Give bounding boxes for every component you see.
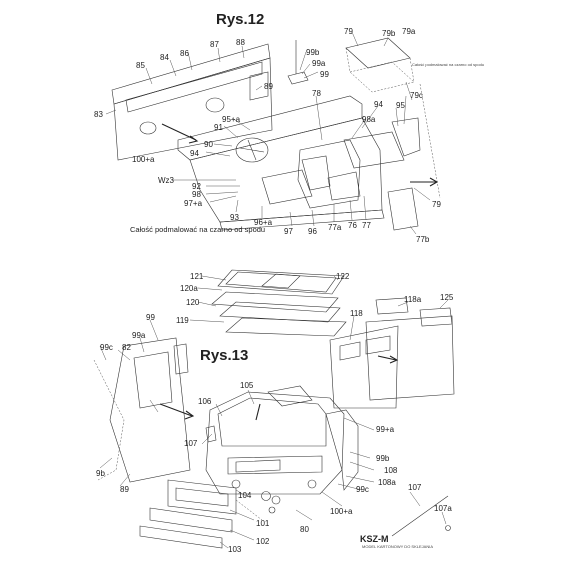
label-82: 82 bbox=[122, 343, 131, 352]
fig12-arrows bbox=[161, 123, 439, 187]
figure-12-title: Rys.12 bbox=[216, 11, 264, 28]
label-107-left: 107 bbox=[184, 439, 198, 448]
label-77b: 77b bbox=[416, 235, 430, 244]
label-95a: 95+a bbox=[222, 115, 241, 124]
fig12-note: Całość podmalować na czarno od spodu bbox=[130, 225, 265, 234]
label-92: 92 bbox=[192, 182, 201, 191]
label-99b: 99b bbox=[306, 48, 320, 57]
label-90: 90 bbox=[204, 140, 213, 149]
rear-wall-panels bbox=[329, 297, 455, 409]
label-97: 97 bbox=[284, 227, 293, 236]
grille-parts bbox=[139, 479, 281, 549]
label-118: 118 bbox=[350, 309, 363, 318]
label-79a: 79a bbox=[402, 27, 416, 36]
label-94-right: 94 bbox=[374, 100, 383, 109]
label-83: 83 bbox=[94, 110, 103, 119]
label-96a: 96+a bbox=[254, 218, 273, 227]
label-78: 78 bbox=[312, 89, 321, 98]
figure-13: Rys.13 bbox=[93, 269, 455, 554]
label-97a: 97+a bbox=[184, 199, 203, 208]
label-107-right: 107 bbox=[408, 483, 422, 492]
label-77: 77 bbox=[362, 221, 371, 230]
label-104: 104 bbox=[238, 491, 252, 500]
fig13-leaders bbox=[99, 275, 449, 549]
label-93: 93 bbox=[230, 213, 239, 222]
label-100a-13: 100+a bbox=[330, 507, 353, 516]
label-76: 76 bbox=[348, 221, 357, 230]
label-99-door: 99 bbox=[146, 313, 155, 322]
roof-hatch-parts bbox=[345, 37, 441, 231]
label-89: 89 bbox=[264, 82, 273, 91]
label-84: 84 bbox=[160, 53, 169, 62]
label-80: 80 bbox=[300, 525, 309, 534]
side-note: Całość podmalować na czarno od spodu bbox=[412, 62, 484, 67]
label-102: 102 bbox=[256, 537, 270, 546]
label-79b: 79b bbox=[382, 29, 396, 38]
fig12-leaders bbox=[105, 31, 431, 235]
label-95: 95 bbox=[396, 101, 405, 110]
label-99a: 99a bbox=[312, 59, 326, 68]
logo-text: KSZ-M bbox=[360, 534, 389, 544]
publisher-logo: KSZ-M MODEL KARTONOWY DO SKLEJANIA bbox=[360, 534, 433, 549]
antenna-part bbox=[287, 40, 309, 85]
figure-12: Rys.12 bbox=[94, 11, 484, 244]
label-79-top: 79 bbox=[344, 27, 353, 36]
label-108: 108 bbox=[384, 466, 398, 475]
label-99: 99 bbox=[320, 70, 329, 79]
figure-13-title: Rys.13 bbox=[200, 347, 248, 364]
label-79-bottom: 79 bbox=[432, 200, 441, 209]
label-94-left: 94 bbox=[190, 149, 199, 158]
fig13-arrows bbox=[159, 355, 399, 421]
label-108a: 108a bbox=[378, 478, 396, 487]
label-87: 87 bbox=[210, 40, 219, 49]
label-121: 121 bbox=[190, 272, 204, 281]
door-panel bbox=[93, 337, 191, 483]
label-125: 125 bbox=[440, 293, 454, 302]
label-77a: 77a bbox=[328, 223, 342, 232]
label-99a-door: 99a bbox=[132, 331, 146, 340]
label-103: 103 bbox=[228, 545, 242, 554]
label-119: 119 bbox=[176, 316, 189, 325]
label-99pa: 99+a bbox=[376, 425, 395, 434]
label-88: 88 bbox=[236, 38, 245, 47]
label-120: 120 bbox=[186, 298, 200, 307]
label-9b: 9b bbox=[96, 469, 105, 478]
logo-subtext: MODEL KARTONOWY DO SKLEJANIA bbox=[362, 544, 433, 549]
label-99c-right: 99c bbox=[356, 485, 369, 494]
label-105: 105 bbox=[240, 381, 254, 390]
label-98: 98 bbox=[192, 190, 201, 199]
cab-interior-assembly bbox=[177, 95, 421, 231]
label-106: 106 bbox=[198, 397, 212, 406]
label-107a: 107a bbox=[434, 504, 452, 513]
label-99b: 99b bbox=[376, 454, 390, 463]
label-wz3: Wz3 bbox=[158, 176, 175, 185]
label-91: 91 bbox=[214, 123, 223, 132]
label-100a: 100+a bbox=[132, 155, 155, 164]
cab-body bbox=[205, 385, 359, 495]
label-118a: 118a bbox=[404, 295, 422, 304]
label-120a: 120a bbox=[180, 284, 198, 293]
label-86: 86 bbox=[180, 49, 189, 58]
label-99c-left: 99c bbox=[100, 343, 113, 352]
label-89-13: 89 bbox=[120, 485, 129, 494]
wiper-part bbox=[391, 495, 451, 537]
label-85: 85 bbox=[136, 61, 145, 70]
label-98a: 98a bbox=[362, 115, 376, 124]
label-79c: 79c bbox=[410, 91, 423, 100]
label-101: 101 bbox=[256, 519, 270, 528]
label-122: 122 bbox=[336, 272, 350, 281]
roof-panels bbox=[211, 269, 347, 337]
label-96: 96 bbox=[308, 227, 317, 236]
back-wall-panel bbox=[111, 43, 273, 161]
